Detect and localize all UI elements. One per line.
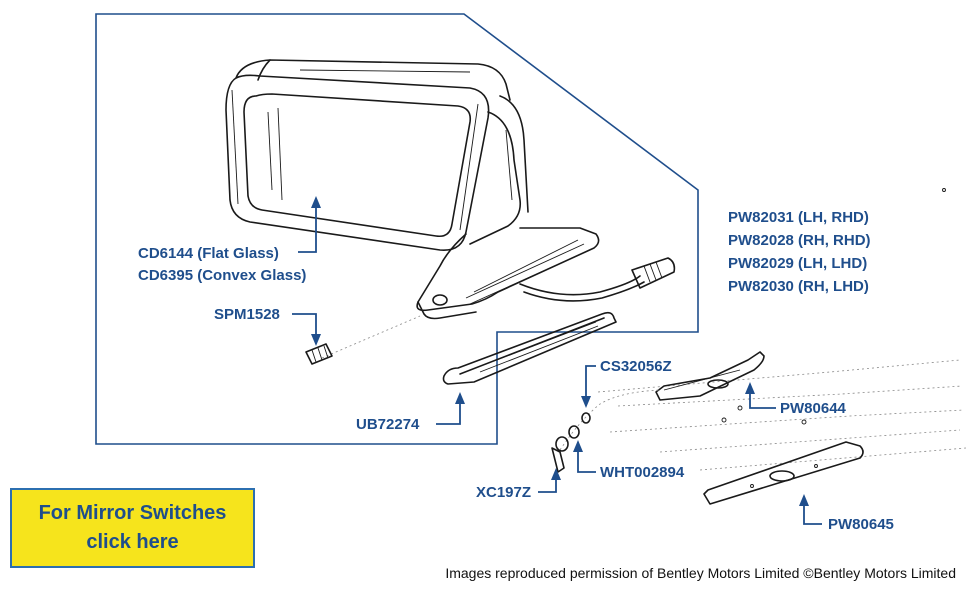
arrowhead-wht002894 xyxy=(573,440,583,452)
label-wht002894[interactable]: WHT002894 xyxy=(600,464,685,481)
mirror-head-drawing xyxy=(225,59,676,320)
mirror-switches-line1: For Mirror Switches xyxy=(38,502,227,524)
arrowhead-xc197z xyxy=(551,468,561,480)
label-xc197z[interactable]: XC197Z xyxy=(476,484,531,501)
bracket-drawing xyxy=(655,351,765,401)
label-pw82029[interactable]: PW82029 (LH, LHD) xyxy=(728,255,867,272)
copyright-credit: Images reproduced permission of Bentley … xyxy=(445,565,956,581)
label-cd6144[interactable]: CD6144 (Flat Glass) xyxy=(138,245,279,262)
door-panel-drawing xyxy=(597,188,967,471)
arrowhead-spm1528 xyxy=(311,334,321,346)
plinth-drawing xyxy=(442,311,617,385)
arrowhead-pw80645 xyxy=(799,494,809,506)
label-pw80644[interactable]: PW80644 xyxy=(780,400,847,417)
label-ub72274[interactable]: UB72274 xyxy=(356,416,420,433)
mirror-switches-link-button[interactable]: For Mirror Switches click here xyxy=(10,488,255,568)
arrowhead-ub72274 xyxy=(455,392,465,404)
leader-lines xyxy=(292,196,822,525)
label-cd6395[interactable]: CD6395 (Convex Glass) xyxy=(138,267,306,284)
label-cs32056z[interactable]: CS32056Z xyxy=(600,358,672,375)
label-pw80645[interactable]: PW80645 xyxy=(828,516,894,533)
mirror-switches-line2: click here xyxy=(86,531,179,553)
label-pw82031[interactable]: PW82031 (LH, RHD) xyxy=(728,209,869,226)
grub-screw-drawing xyxy=(305,315,421,365)
arrowhead-pw80644 xyxy=(745,382,755,394)
label-pw82030[interactable]: PW82030 (RH, LHD) xyxy=(728,278,869,295)
assembly-boundary xyxy=(95,13,699,445)
base-plate-drawing xyxy=(703,441,864,505)
fastener-drawing xyxy=(551,389,661,473)
label-pw82028[interactable]: PW82028 (RH, RHD) xyxy=(728,232,871,249)
label-spm1528[interactable]: SPM1528 xyxy=(214,306,280,323)
arrowhead-cs32056z xyxy=(581,396,591,408)
arrowhead-cd6144 xyxy=(311,196,321,208)
